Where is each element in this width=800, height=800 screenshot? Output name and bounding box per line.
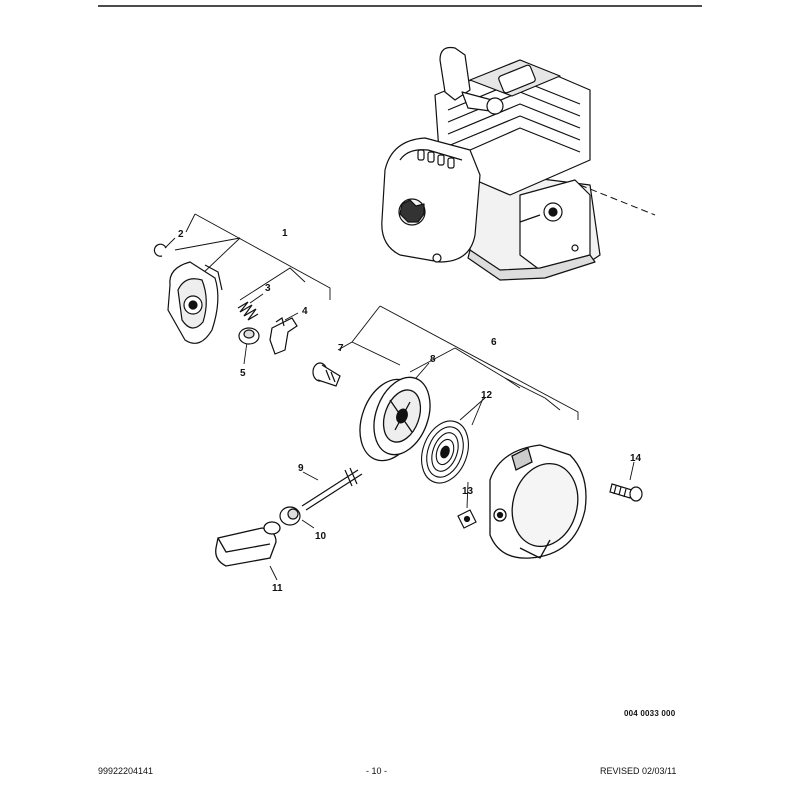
leader-lines [164, 213, 635, 581]
part-4-pawl [269, 317, 298, 355]
part-7-bolt [312, 362, 341, 387]
part-10-grommet [279, 506, 301, 526]
callout-3: 3 [265, 283, 271, 294]
callout-4: 4 [302, 306, 308, 317]
part-2-e-clip [153, 243, 167, 257]
callout-6: 6 [491, 337, 497, 348]
callout-8: 8 [430, 354, 436, 365]
part-6-starter-case [489, 444, 587, 559]
part-1-pawl-plate [167, 261, 223, 344]
figure-reference: 004 0033 000 [624, 709, 676, 718]
part-13-rope-guide [457, 509, 477, 529]
part-14-screw [609, 483, 643, 502]
part-5-nut [238, 327, 260, 345]
footer-revised-date: REVISED 02/03/11 [600, 766, 677, 776]
callout-2: 2 [178, 229, 184, 240]
footer-part-number: 99922204141 [98, 766, 154, 776]
callout-11: 11 [272, 583, 283, 594]
callout-1: 1 [282, 228, 288, 239]
callout-9: 9 [298, 463, 304, 474]
callout-10: 10 [315, 531, 327, 542]
part-12-recoil-spring [421, 420, 469, 484]
part-11-handle [215, 521, 281, 567]
engine-axis-dashed [579, 184, 656, 216]
callout-7: 7 [338, 343, 344, 354]
callout-13: 13 [462, 486, 474, 497]
part-8-pulley [359, 376, 431, 462]
callout-5: 5 [240, 368, 246, 379]
part-9-rope [301, 467, 363, 511]
callout-12: 12 [481, 390, 493, 401]
footer-page-number: - 10 - [366, 766, 388, 776]
engine-assembly [381, 46, 601, 281]
callout-14: 14 [630, 453, 642, 464]
part-3-spring [237, 301, 259, 321]
